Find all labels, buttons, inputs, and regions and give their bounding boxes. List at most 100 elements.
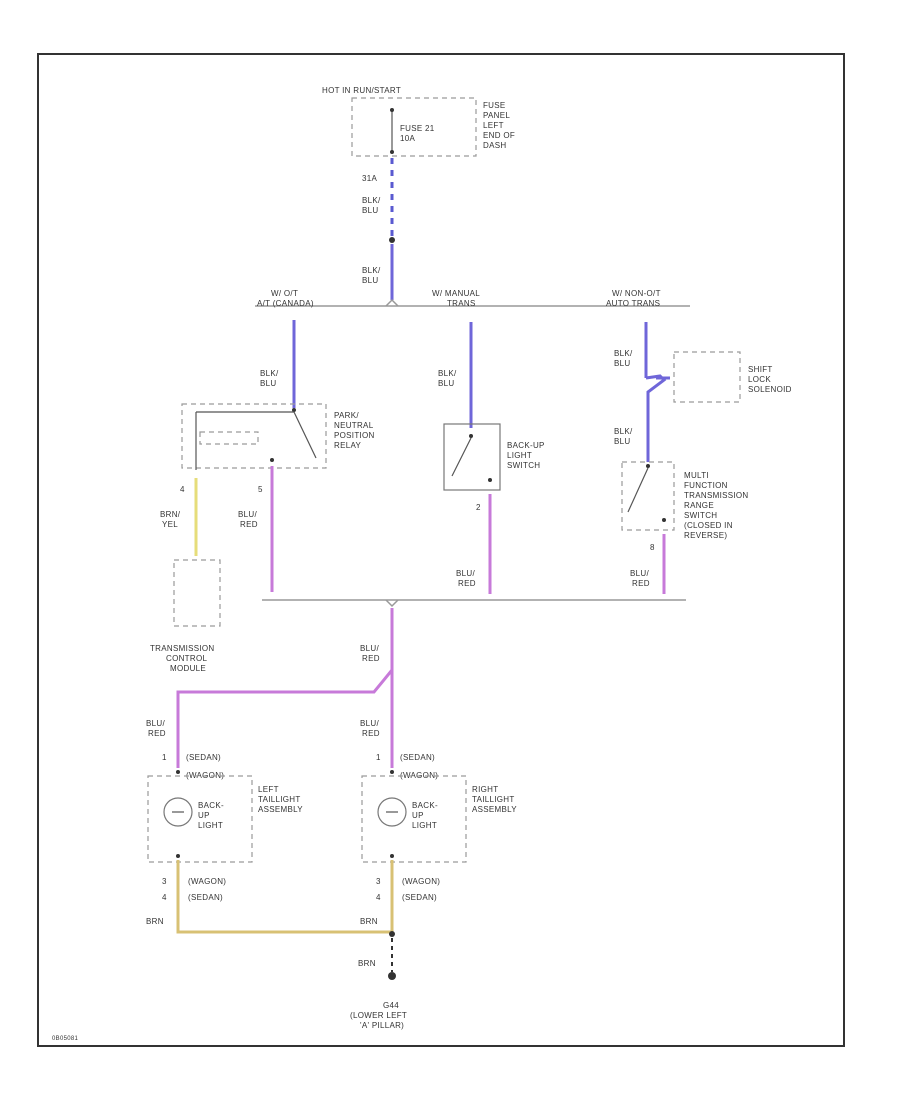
right-lamp-label-3: LIGHT — [412, 821, 437, 830]
tcm-label-2: CONTROL — [166, 654, 207, 663]
fuse-location-2: PANEL — [483, 111, 510, 120]
wire-left-ground — [176, 860, 392, 934]
variant-center-2: TRANS — [447, 299, 476, 308]
fuse-rating: 10A — [400, 134, 415, 143]
left-pin-bottom-sedan: 4 — [162, 893, 167, 902]
backup-switch-arm — [451, 437, 472, 477]
variant-right-1: W/ NON-O/T — [612, 289, 661, 298]
backup-switch-label-2: LIGHT — [507, 451, 532, 460]
relay-terminal-bottom — [270, 458, 274, 462]
right-tail-label-3: ASSEMBLY — [472, 805, 517, 814]
wire-right-jog — [645, 374, 667, 462]
right-bottom-wagon: (WAGON) — [402, 877, 440, 886]
tcm-label-3: MODULE — [170, 664, 206, 673]
wire-label-blk-blu-mid-2: BLU — [362, 276, 378, 285]
variant-left-2: A/T (CANADA) — [257, 299, 314, 308]
right-lamp-terminal-top — [390, 770, 394, 774]
ground-splice — [389, 931, 395, 937]
mf-switch-label-6: (CLOSED IN — [684, 521, 733, 530]
diagram-frame — [37, 53, 845, 1047]
wire-label-center-blu-red-1: BLU/ — [456, 569, 475, 578]
upper-bus-tap — [385, 298, 399, 307]
right-pin-bottom-wagon: 3 — [376, 877, 381, 886]
fuse-name: FUSE 21 — [400, 124, 435, 133]
left-lamp-label-3: LIGHT — [198, 821, 223, 830]
mf-switch-label-7: REVERSE) — [684, 531, 727, 540]
left-bulb-icon — [163, 797, 193, 827]
relay-label-4: RELAY — [334, 441, 362, 450]
backup-switch-terminal-top — [469, 434, 473, 438]
right-pin-top: 1 — [376, 753, 381, 762]
right-taillight-box — [361, 775, 467, 863]
left-tail-label-2: TAILLIGHT — [258, 795, 301, 804]
fuse-location-1: FUSE — [483, 101, 506, 110]
wire-label-right-blu-red-2: RED — [632, 579, 650, 588]
footer-code: 0B05081 — [52, 1036, 78, 1042]
fuse-pin-label: 31A — [362, 174, 377, 183]
wire-label-tcm-blu-red-1: BLU/ — [146, 719, 165, 728]
relay-label-1: PARK/ — [334, 411, 359, 420]
left-pin-top: 1 — [162, 753, 167, 762]
ground-name: G44 — [383, 1001, 399, 1010]
mf-switch-label-3: TRANSMISSION — [684, 491, 749, 500]
right-lamp-label-1: BACK- — [412, 801, 438, 810]
wire-label-rtail-blu-red-2: RED — [362, 729, 380, 738]
wire-label-center-blu-1: BLK/ — [438, 369, 457, 378]
ground-location-2: 'A' PILLAR) — [360, 1021, 404, 1030]
wire-label-right-blu-mid-1: BLK/ — [614, 427, 633, 436]
mf-switch-pin: 8 — [650, 543, 655, 552]
relay-contact-arm — [293, 411, 317, 459]
hot-label: HOT IN RUN/START — [322, 86, 401, 95]
fuse-box — [351, 97, 477, 157]
wire-label-right-blu-mid-2: BLU — [614, 437, 630, 446]
fuse-location-5: DASH — [483, 141, 506, 150]
right-tail-label-1: RIGHT — [472, 785, 498, 794]
relay-label-2: NEUTRAL — [334, 421, 374, 430]
wire-label-right-blu-top-1: BLK/ — [614, 349, 633, 358]
left-taillight-box — [147, 775, 253, 863]
wire-label-tcm-blu-red-2: RED — [148, 729, 166, 738]
variant-center-1: W/ MANUAL — [432, 289, 480, 298]
variant-left-1: W/ O/T — [271, 289, 298, 298]
wire-label-brn-yel-1: BRN/ — [160, 510, 181, 519]
backup-switch-box — [443, 423, 501, 491]
backup-switch-label-1: BACK-UP — [507, 441, 545, 450]
relay-box — [181, 403, 327, 469]
right-lamp-terminal-bottom — [390, 854, 394, 858]
left-pin-sedan: (SEDAN) — [186, 753, 221, 762]
right-tail-label-2: TAILLIGHT — [472, 795, 515, 804]
left-lamp-label-1: BACK- — [198, 801, 224, 810]
mf-switch-label-2: FUNCTION — [684, 481, 728, 490]
mf-switch-label-4: RANGE — [684, 501, 714, 510]
relay-terminal-top — [292, 408, 296, 412]
left-lamp-terminal-bottom — [176, 854, 180, 858]
wire-label-center-blu-red-2: RED — [458, 579, 476, 588]
backup-switch-pin: 2 — [476, 503, 481, 512]
wire-to-left-taillight — [176, 669, 394, 768]
solenoid-box — [673, 351, 741, 403]
fuse-location-3: LEFT — [483, 121, 504, 130]
ground-point-icon — [388, 972, 396, 980]
wire-label-right-blu-red-1: BLU/ — [630, 569, 649, 578]
right-lamp-label-2: UP — [412, 811, 424, 820]
mf-switch-arm — [627, 467, 649, 513]
mf-switch-label-5: SWITCH — [684, 511, 717, 520]
wire-label-brn-ground: BRN — [358, 959, 376, 968]
wire-label-bus-blu-red-1: BLU/ — [360, 644, 379, 653]
wire-label-left-blu-red-2: RED — [240, 520, 258, 529]
left-tail-label-1: LEFT — [258, 785, 279, 794]
backup-switch-label-3: SWITCH — [507, 461, 540, 470]
wire-label-blk-blu-mid-1: BLK/ — [362, 266, 381, 275]
wire-label-bus-blu-red-2: RED — [362, 654, 380, 663]
wire-label-blk-blu-top-2: BLU — [362, 206, 378, 215]
wire-label-brn-left: BRN — [146, 917, 164, 926]
wire-label-rtail-blu-red-1: BLU/ — [360, 719, 379, 728]
fuse-location-4: END OF — [483, 131, 515, 140]
mf-switch-terminal-bottom — [662, 518, 666, 522]
wire-label-left-blu-2: BLU — [260, 379, 276, 388]
wire-label-brn-yel-2: YEL — [162, 520, 178, 529]
mf-switch-label-1: MULTI — [684, 471, 709, 480]
right-bulb-icon — [377, 797, 407, 827]
right-pin-sedan: (SEDAN) — [400, 753, 435, 762]
